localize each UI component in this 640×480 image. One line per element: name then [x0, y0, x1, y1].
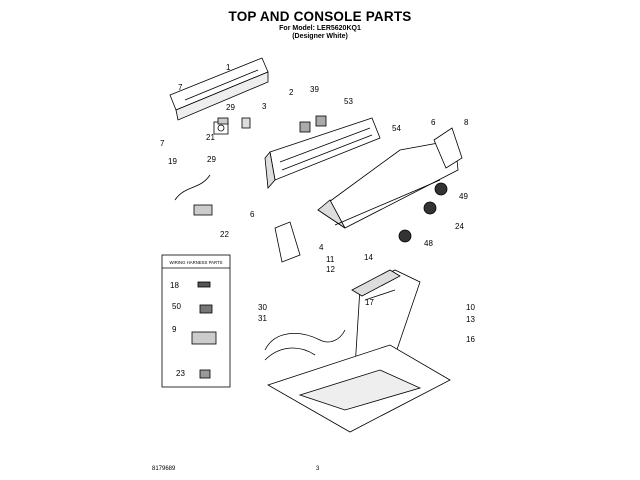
- callout-21: 21: [206, 133, 215, 142]
- callout-16: 16: [466, 335, 475, 344]
- callout-9: 9: [172, 325, 177, 334]
- callout-39: 39: [310, 85, 319, 94]
- callout-6-right: 6: [431, 118, 436, 127]
- part-3-switch: [241, 117, 251, 129]
- part-39-switch: [315, 115, 327, 127]
- callout-3: 3: [262, 102, 267, 111]
- part-19-harness: [174, 174, 211, 201]
- part-48-knob: [398, 229, 412, 243]
- callout-23: 23: [176, 369, 185, 378]
- part-8-end-cap: [433, 127, 463, 169]
- callout-49: 49: [459, 192, 468, 201]
- part-54-console-front: [317, 139, 459, 229]
- callout-24: 24: [455, 222, 464, 231]
- part-21-timer: [213, 117, 229, 135]
- color-line: (Designer White): [292, 33, 348, 40]
- callout-1: 1: [226, 63, 231, 72]
- callout-50: 50: [172, 302, 181, 311]
- part-49-knob: [434, 182, 448, 196]
- callout-7-top: 7: [178, 83, 183, 92]
- callout-7-bottom: 7: [160, 139, 165, 148]
- part-22-terminal-block: [193, 204, 213, 216]
- callout-14: 14: [364, 253, 373, 262]
- callout-8: 8: [464, 118, 469, 127]
- callout-31: 31: [258, 314, 267, 323]
- callout-29-mid: 29: [207, 155, 216, 164]
- model-line: For Model: LER5620KQ1: [279, 25, 361, 32]
- harness-box-title: WIRING HARNESS PARTS: [169, 260, 222, 265]
- callout-19: 19: [168, 157, 177, 166]
- callout-17: 17: [365, 298, 374, 307]
- callout-12: 12: [326, 265, 335, 274]
- callout-29-top: 29: [226, 103, 235, 112]
- callout-18: 18: [170, 281, 179, 290]
- part-4-end-cap: [274, 221, 301, 263]
- part-53-control-panel: [264, 117, 381, 189]
- callout-13: 13: [466, 315, 475, 324]
- part-11-lint-screen: [351, 269, 401, 297]
- callout-2: 2: [289, 88, 294, 97]
- callout-54: 54: [392, 124, 401, 133]
- page-title: TOP AND CONSOLE PARTS: [228, 9, 412, 24]
- callout-48: 48: [424, 239, 433, 248]
- callout-labels: 1 2 3 4 6 6 7 7 8 9 10 11 12 13 14 16 17…: [160, 63, 475, 378]
- callout-10: 10: [466, 303, 475, 312]
- part-24-knob: [423, 201, 437, 215]
- callout-30: 30: [258, 303, 267, 312]
- callout-53: 53: [344, 97, 353, 106]
- wiring-harness-box: WIRING HARNESS PARTS: [161, 254, 231, 388]
- callout-4: 4: [319, 243, 324, 252]
- callout-22: 22: [220, 230, 229, 239]
- part-2-switch: [299, 121, 311, 133]
- page-number: 3: [316, 466, 320, 472]
- part-1-rear-panel: [169, 57, 269, 121]
- part-30-31-harness: [264, 329, 346, 361]
- callout-6-left: 6: [250, 210, 255, 219]
- part-16-top-panel: [267, 344, 451, 433]
- callout-11: 11: [326, 255, 335, 264]
- doc-number: 8179689: [152, 466, 176, 472]
